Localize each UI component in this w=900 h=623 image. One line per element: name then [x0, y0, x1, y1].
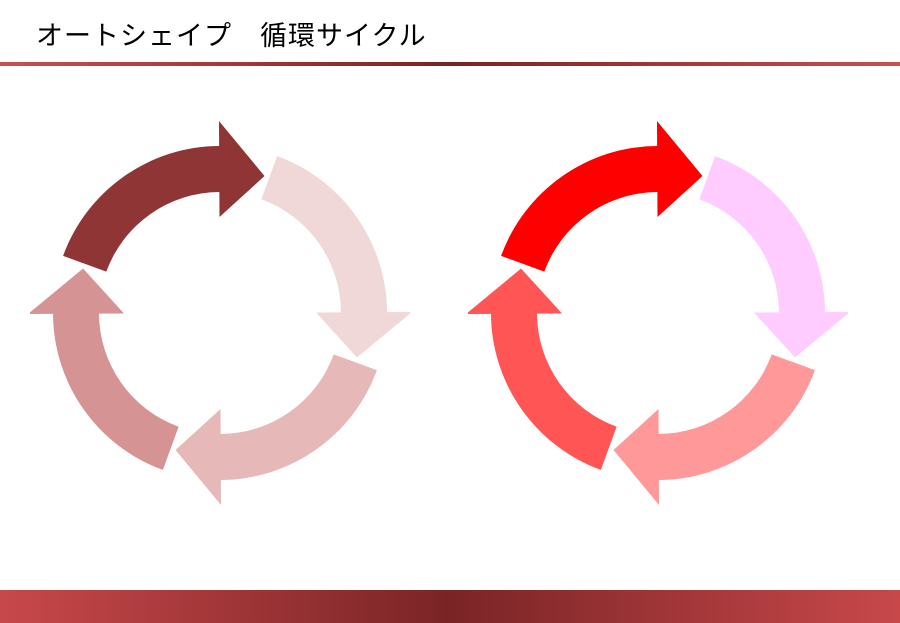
page-title: オートシェイプ 循環サイクル [36, 21, 427, 52]
maroon-cycle-arrow-1 [63, 121, 265, 272]
maroon-cycle-arrow-3 [175, 354, 377, 505]
maroon-cycle-arrow-4 [30, 268, 179, 470]
red-cycle-svg [468, 121, 848, 505]
red-cycle-arrow-4 [468, 268, 617, 470]
red-cycle-diagram [468, 118, 848, 508]
maroon-cycle-svg [30, 121, 410, 505]
footer-band [0, 590, 900, 623]
maroon-cycle-arrow-2 [261, 156, 410, 358]
red-cycle-arrow-2 [699, 156, 848, 358]
red-cycle-arrow-1 [501, 121, 703, 272]
maroon-cycle-diagram [30, 118, 410, 508]
title-underline [0, 62, 900, 66]
red-cycle-arrow-3 [613, 354, 815, 505]
